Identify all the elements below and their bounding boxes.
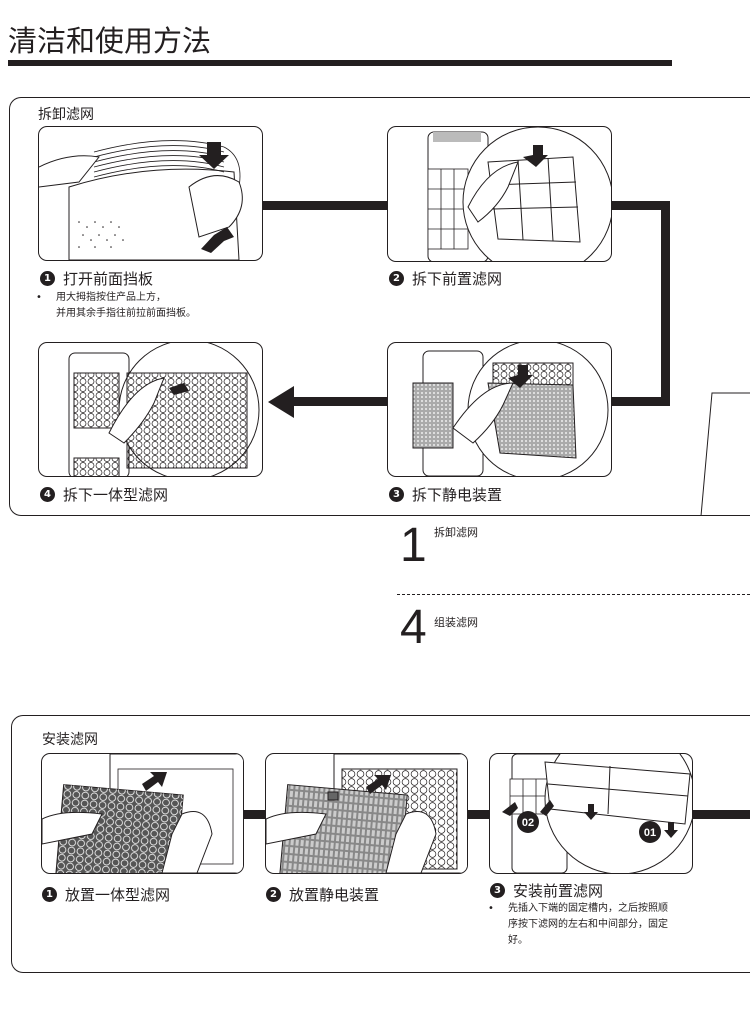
step-number-badge: 2 [389, 271, 404, 286]
step-number-badge: 2 [266, 887, 281, 902]
step-label: 安装前置滤网 [513, 882, 604, 900]
side-tab-outline [700, 392, 750, 517]
step-number-badge: 3 [490, 883, 505, 898]
open-front-cover-illustration [38, 126, 263, 261]
callout-02: 02 [517, 811, 539, 833]
remove-filter-title: 拆卸滤网 [38, 107, 94, 123]
place-electrostatic-unit-illustration [265, 753, 468, 874]
remove-filter-panel [9, 97, 750, 516]
step-label: 拆下静电装置 [412, 486, 503, 504]
flow-connector [610, 201, 670, 210]
flow-connector [262, 201, 388, 210]
arrow-left-icon [268, 386, 294, 418]
remove-electrostatic-unit-illustration [387, 342, 612, 477]
flow-connector [290, 397, 388, 406]
remove-step-2: 2 拆下前置滤网 [389, 268, 502, 289]
install-step-2: 2 放置静电装置 [266, 884, 379, 905]
install-step-3: 3 安装前置滤网 [490, 880, 603, 901]
callout-01: 01 [639, 821, 661, 843]
svg-text:01: 01 [644, 827, 656, 839]
place-integrated-filter-illustration [41, 753, 244, 874]
step-number-badge: 4 [40, 487, 55, 502]
step-label: 放置静电装置 [289, 886, 380, 904]
step-note: • 用大拇指按住产品上方， 并用其余手指往前拉前面挡板。 [36, 292, 196, 319]
step-number-badge: 1 [42, 887, 57, 902]
install-filter-title: 安装滤网 [42, 732, 98, 748]
title-underline [8, 60, 672, 66]
flow-connector [661, 201, 670, 406]
remove-step-4: 4 拆下一体型滤网 [40, 484, 168, 505]
step-label: 拆下前置滤网 [412, 270, 503, 288]
page-title: 清洁和使用方法 [8, 24, 212, 58]
step-label: 打开前面挡板 [63, 270, 154, 288]
remove-pre-filter-illustration [387, 126, 612, 262]
remove-step-1: 1 打开前面挡板 [40, 268, 153, 289]
section-index-label: 拆卸滤网 [434, 526, 478, 539]
install-filter-panel [11, 715, 750, 973]
step-label: 拆下一体型滤网 [63, 486, 169, 504]
section-index-label: 组装滤网 [434, 616, 478, 629]
section-divider [397, 594, 750, 595]
remove-integrated-filter-illustration [38, 342, 263, 477]
step-number-badge: 1 [40, 271, 55, 286]
flow-connector [610, 397, 670, 406]
install-pre-filter-illustration: 02 01 [489, 753, 693, 874]
step-label: 放置一体型滤网 [65, 886, 171, 904]
step-note: • 先插入下端的固定槽内，之后按照顺 序按下滤网的左右和中间部分，固定 好。 [488, 903, 668, 946]
flow-connector [466, 810, 490, 819]
svg-text:02: 02 [522, 817, 534, 829]
remove-step-3: 3 拆下静电装置 [389, 484, 502, 505]
step-number-badge: 3 [389, 487, 404, 502]
flow-connector [242, 810, 266, 819]
section-index-number: 4 [400, 601, 427, 654]
flow-connector [691, 810, 750, 819]
section-index-number: 1 [400, 519, 427, 572]
install-step-1: 1 放置一体型滤网 [42, 884, 170, 905]
